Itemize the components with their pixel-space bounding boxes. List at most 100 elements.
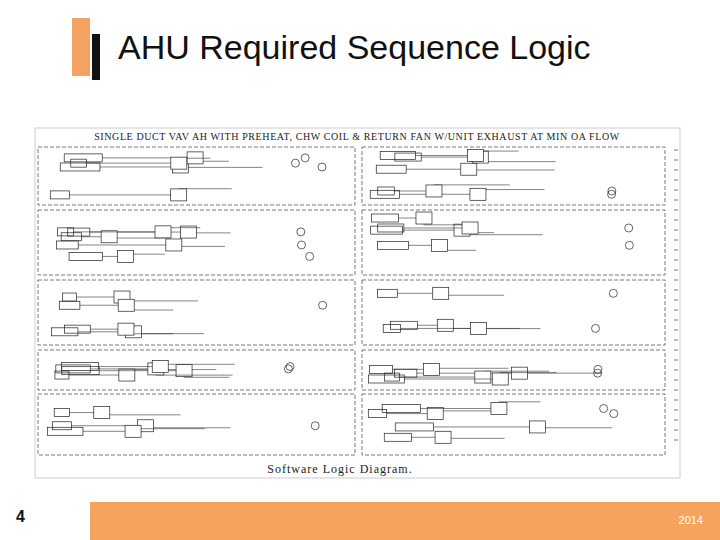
signal-wire (412, 437, 505, 438)
edge-tick (674, 370, 678, 371)
edge-tick (674, 150, 678, 151)
output-symbol (291, 159, 299, 167)
input-block (368, 375, 404, 383)
dashed-panel (38, 210, 355, 275)
edge-tick (674, 340, 678, 341)
slide-number: 4 (14, 508, 27, 526)
input-block (384, 433, 411, 441)
logic-block (171, 189, 187, 201)
logic-block (435, 431, 451, 443)
edge-tick (674, 160, 678, 161)
output-symbol (592, 324, 600, 332)
input-block (65, 325, 91, 333)
diagram-caption: Software Logic Diagram. (265, 462, 414, 477)
input-block (69, 252, 102, 260)
input-block (56, 365, 90, 373)
edge-tick (674, 310, 678, 311)
signal-wire (420, 402, 540, 409)
signal-wire (406, 169, 555, 171)
dashed-panel (38, 280, 355, 345)
input-block (370, 190, 399, 198)
edge-tick (674, 330, 678, 331)
input-block (370, 365, 393, 373)
input-block (71, 159, 87, 167)
edge-tick (674, 230, 678, 231)
output-symbol (609, 289, 617, 297)
logic-block (155, 226, 171, 238)
output-symbol (306, 252, 314, 260)
accent-block (72, 18, 90, 76)
input-block (62, 363, 99, 371)
dashed-panel (362, 394, 665, 455)
logic-block (511, 367, 527, 379)
logic-block (492, 373, 508, 385)
edge-tick (674, 170, 678, 171)
logic-block (426, 185, 442, 197)
edge-tick (674, 270, 678, 271)
dashed-panel (362, 280, 665, 345)
input-block (56, 241, 78, 249)
logic-block (433, 287, 449, 299)
input-block (378, 224, 404, 232)
diagram-heading: SINGLE DUCT VAV AH WITH PREHEAT, CHW COI… (92, 131, 622, 142)
input-block (377, 241, 408, 249)
input-block (391, 321, 418, 329)
signal-wire (77, 297, 198, 301)
signal-wire (403, 230, 494, 233)
logic-block (152, 361, 168, 373)
logic-block (437, 319, 453, 331)
output-symbol (311, 422, 319, 430)
input-block (63, 293, 77, 301)
input-block (48, 427, 83, 435)
logic-block (118, 250, 134, 262)
input-block (54, 409, 69, 417)
input-block (383, 324, 400, 332)
output-symbol (608, 187, 616, 195)
output-symbol (286, 363, 294, 371)
logic-block (470, 188, 486, 200)
edge-tick (674, 290, 678, 291)
signal-wire (394, 185, 509, 191)
signal-wire (87, 158, 211, 163)
logic-block (491, 403, 507, 415)
dashed-panel (362, 350, 665, 390)
diagram-frame (35, 128, 680, 478)
edge-tick (674, 260, 678, 261)
input-block (58, 228, 74, 236)
dashed-panel (362, 210, 665, 275)
output-symbol (301, 154, 309, 162)
logic-block (187, 152, 203, 164)
signal-wire (392, 368, 508, 369)
signal-wire (398, 218, 472, 225)
edge-tick (674, 300, 678, 301)
output-symbol (610, 410, 618, 418)
logic-block (467, 150, 483, 162)
input-block (376, 165, 406, 173)
output-symbol (600, 405, 608, 413)
signal-wire (397, 293, 504, 295)
logic-block (118, 299, 134, 311)
signal-wire (399, 371, 549, 377)
logic-block (432, 239, 448, 251)
edge-tick (674, 420, 678, 421)
edge-tick (674, 350, 678, 351)
logic-block (94, 407, 110, 419)
signal-wire (74, 228, 201, 232)
edge-tick (674, 220, 678, 221)
input-block (371, 226, 403, 234)
signal-wire (83, 429, 205, 432)
input-block (384, 373, 399, 381)
logic-block (462, 222, 478, 234)
output-symbol (625, 241, 633, 249)
edge-tick (674, 430, 678, 431)
footer-year: 2014 (677, 514, 705, 526)
signal-wire (415, 151, 518, 155)
edge-tick (674, 250, 678, 251)
signal-wire (78, 245, 225, 246)
input-block (378, 289, 398, 297)
edge-tick (674, 440, 678, 441)
dashed-panel (38, 394, 355, 455)
logic-block (166, 239, 182, 251)
logic-block (529, 421, 545, 433)
